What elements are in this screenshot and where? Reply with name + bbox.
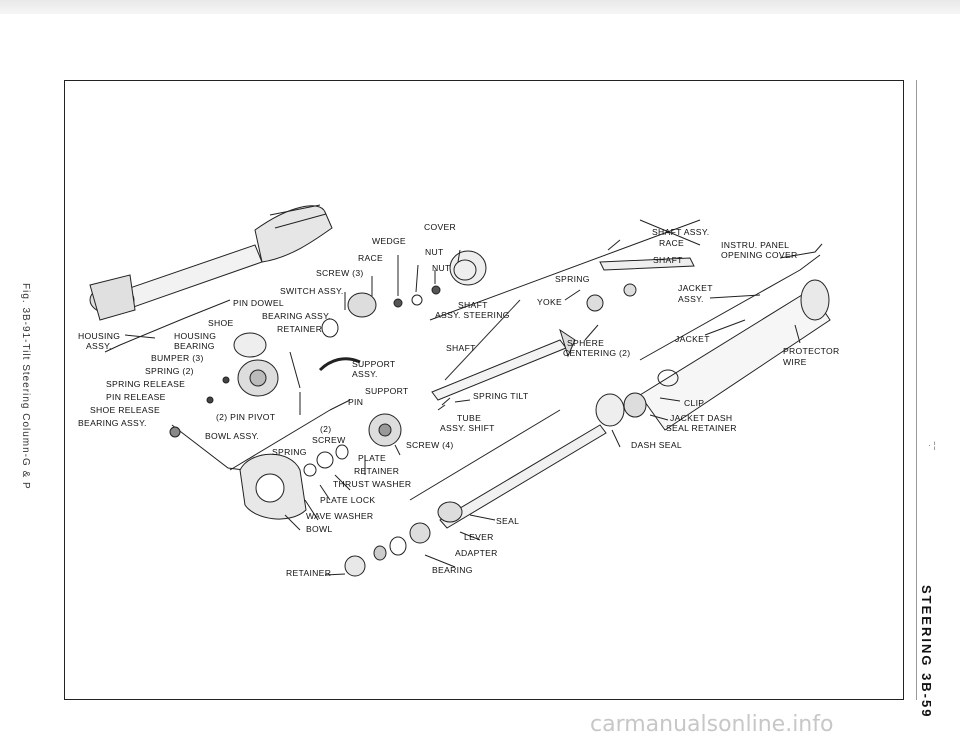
label-jacket-assy-2: ASSY. (678, 294, 704, 304)
label-protector-wire-2: WIRE (783, 357, 807, 367)
label-spring-release: SPRING RELEASE (106, 379, 186, 389)
label-wedge: WEDGE (372, 236, 406, 246)
label-bearing-assy: BEARING ASSY. (262, 311, 331, 321)
top-scan-band (0, 0, 960, 14)
label-plate-lock: PLATE LOCK (320, 495, 376, 505)
label-thrust-washer: THRUST WASHER (333, 479, 412, 489)
label-spring-tilt: SPRING TILT (473, 391, 529, 401)
margin-rule (916, 80, 917, 700)
label-plate: PLATE (358, 453, 387, 463)
label-lever: LEVER (464, 532, 494, 542)
scan-specks: · ¦ (928, 440, 936, 450)
label-jacket: JACKET (675, 334, 710, 344)
label-pin: PIN (348, 397, 364, 407)
label-wave-washer: WAVE WASHER (306, 511, 374, 521)
label-seal: SEAL (496, 516, 520, 526)
label-nut-top: NUT (425, 247, 444, 257)
label-tube-1: TUBE (457, 413, 482, 423)
label-spring-right: SPRING (555, 274, 590, 284)
assembled-column-illustration (89, 204, 333, 321)
label-switch-assy: SWITCH ASSY. (280, 286, 344, 296)
label-sphere-2: CENTERING (2) (563, 348, 631, 358)
label-support-mid: SUPPORT (365, 386, 409, 396)
label-pin-dowel: PIN DOWEL (233, 298, 284, 308)
label-spring-left: SPRING (272, 447, 307, 457)
label-adapter: ADAPTER (455, 548, 498, 558)
watermark-text: carmanualsonline.info (590, 712, 834, 737)
label-support-2: ASSY. (352, 369, 378, 379)
label-shoe: SHOE (208, 318, 234, 328)
label-tube-2: ASSY. SHIFT (440, 423, 495, 433)
label-shaft-steering-1: SHAFT (458, 300, 488, 310)
label-clip: CLIP (684, 398, 705, 408)
label-housing-assy-1: HOUSING (78, 331, 121, 341)
label-pin-release: PIN RELEASE (106, 392, 166, 402)
figure-frame (64, 80, 904, 700)
label-screw: SCREW (312, 435, 346, 445)
label-cover: COVER (424, 222, 457, 232)
label-shaft-steering-2: ASSY. STEERING (435, 310, 510, 320)
label-retainer-bottom: RETAINER (286, 568, 332, 578)
label-bowl-assy: BOWL ASSY. (205, 431, 260, 441)
label-two: (2) (320, 424, 332, 434)
label-shaft-assy: SHAFT ASSY. (652, 227, 710, 237)
label-bearing-assy-left: BEARING ASSY. (78, 418, 147, 428)
label-protector-wire-1: PROTECTOR (783, 346, 840, 356)
label-shoe-release: SHOE RELEASE (90, 405, 160, 415)
label-retainer-mid: RETAINER (354, 466, 400, 476)
label-sphere-1: SPHERE (567, 338, 605, 348)
label-screw-4: SCREW (4) (406, 440, 454, 450)
label-yoke: YOKE (537, 297, 563, 307)
label-dash-seal: DASH SEAL (631, 440, 682, 450)
label-race-right: RACE (659, 238, 685, 248)
label-retainer-top: RETAINER (277, 324, 323, 334)
label-instru-panel-2: OPENING COVER (721, 250, 798, 260)
label-jacket-dash-1: JACKET DASH (670, 413, 733, 423)
label-shaft-mid: SHAFT (446, 343, 476, 353)
label-support-1: SUPPORT (352, 359, 396, 369)
label-nut: NUT (432, 263, 451, 273)
label-instru-panel-1: INSTRU. PANEL (721, 240, 790, 250)
label-housing-bearing-1: HOUSING (174, 331, 217, 341)
label-jacket-assy-1: JACKET (678, 283, 713, 293)
label-housing-assy-2: ASSY. (86, 341, 112, 351)
label-housing-bearing-2: BEARING (174, 341, 215, 351)
label-bumper: BUMPER (3) (151, 353, 204, 363)
label-bearing-bottom: BEARING (432, 565, 473, 575)
label-bowl: BOWL (306, 524, 333, 534)
label-spring-2: SPRING (2) (145, 366, 194, 376)
label-jacket-dash-2: SEAL RETAINER (666, 423, 737, 433)
label-pin-pivot: (2) PIN PIVOT (216, 412, 276, 422)
label-screw-3: SCREW (3) (316, 268, 364, 278)
label-race-top: RACE (358, 253, 384, 263)
label-shaft-right: SHAFT (653, 255, 683, 265)
